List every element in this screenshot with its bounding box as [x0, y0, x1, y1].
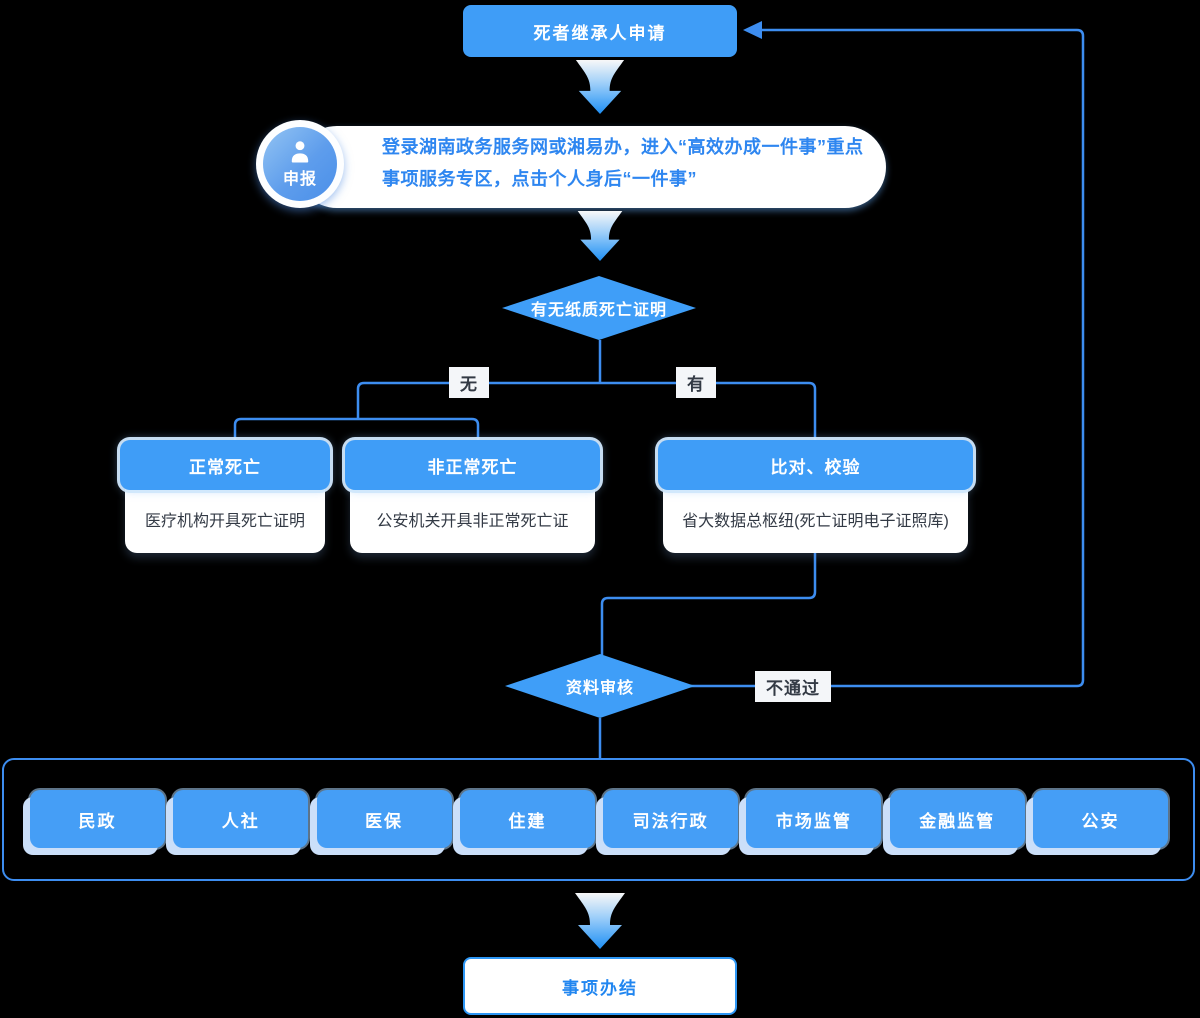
- dept-medical-insurance: 医保: [316, 790, 452, 848]
- dept-justice-admin: 司法行政: [603, 790, 739, 848]
- down-arrow-icon: [575, 60, 625, 114]
- decision-paper-cert: 有无纸质死亡证明: [502, 276, 696, 340]
- node-normal-death: 正常死亡 医疗机构开具死亡证明: [120, 440, 330, 553]
- branch-label-fail: 不通过: [755, 671, 831, 702]
- node-start: 死者继承人申请: [463, 5, 737, 57]
- card-title: 非正常死亡: [345, 440, 600, 490]
- down-arrow-icon: [577, 211, 623, 261]
- dept-human-resources: 人社: [173, 790, 309, 848]
- declare-text: 登录湖南政务服务网或湘易办，进入“高效办成一件事”重点 事项服务专区，点击个人身…: [382, 131, 882, 195]
- connector-branch-bar: [356, 381, 817, 441]
- dept-financial-regulation: 金融监管: [889, 790, 1025, 848]
- arrowhead-left-icon: [743, 21, 762, 39]
- dept-market-regulation: 市场监管: [746, 790, 882, 848]
- card-body: 省大数据总枢纽(死亡证明电子证照库): [663, 482, 968, 553]
- departments-row: 民政 人社 医保 住建 司法行政 市场监管 金融监管 公安: [30, 790, 1168, 848]
- dept-housing-construction: 住建: [459, 790, 595, 848]
- user-icon: [291, 140, 309, 163]
- declare-badge-label: 申报: [282, 170, 317, 188]
- declare-badge: 申报: [256, 120, 344, 208]
- card-body: 医疗机构开具死亡证明: [125, 482, 325, 553]
- departments-container: 民政 人社 医保 住建 司法行政 市场监管 金融监管 公安: [2, 758, 1195, 881]
- down-arrow-icon: [575, 893, 625, 949]
- decision-material-review: 资料审核: [505, 654, 695, 718]
- dept-public-security: 公安: [1032, 790, 1168, 848]
- card-body: 公安机关开具非正常死亡证: [350, 482, 595, 553]
- dept-civil-affairs: 民政: [30, 790, 165, 848]
- declare-text-line2: 事项服务专区，点击个人身后“一件事”: [382, 169, 697, 189]
- node-end: 事项办结: [463, 957, 737, 1015]
- node-abnormal-death: 非正常死亡 公安机关开具非正常死亡证: [345, 440, 600, 553]
- card-title: 正常死亡: [120, 440, 330, 490]
- branch-label-yes: 有: [676, 367, 716, 398]
- declare-text-line1: 登录湖南政务服务网或湘易办，进入“高效办成一件事”重点: [382, 137, 864, 157]
- connector-left-subbar: [233, 417, 480, 441]
- declare-badge-circle: 申报: [263, 127, 337, 201]
- connector-compare-to-review: [600, 553, 817, 655]
- branch-label-no: 无: [449, 367, 489, 398]
- node-compare-verify: 比对、校验 省大数据总枢纽(死亡证明电子证照库): [658, 440, 973, 553]
- declare-pill: [296, 126, 886, 208]
- card-title: 比对、校验: [658, 440, 973, 490]
